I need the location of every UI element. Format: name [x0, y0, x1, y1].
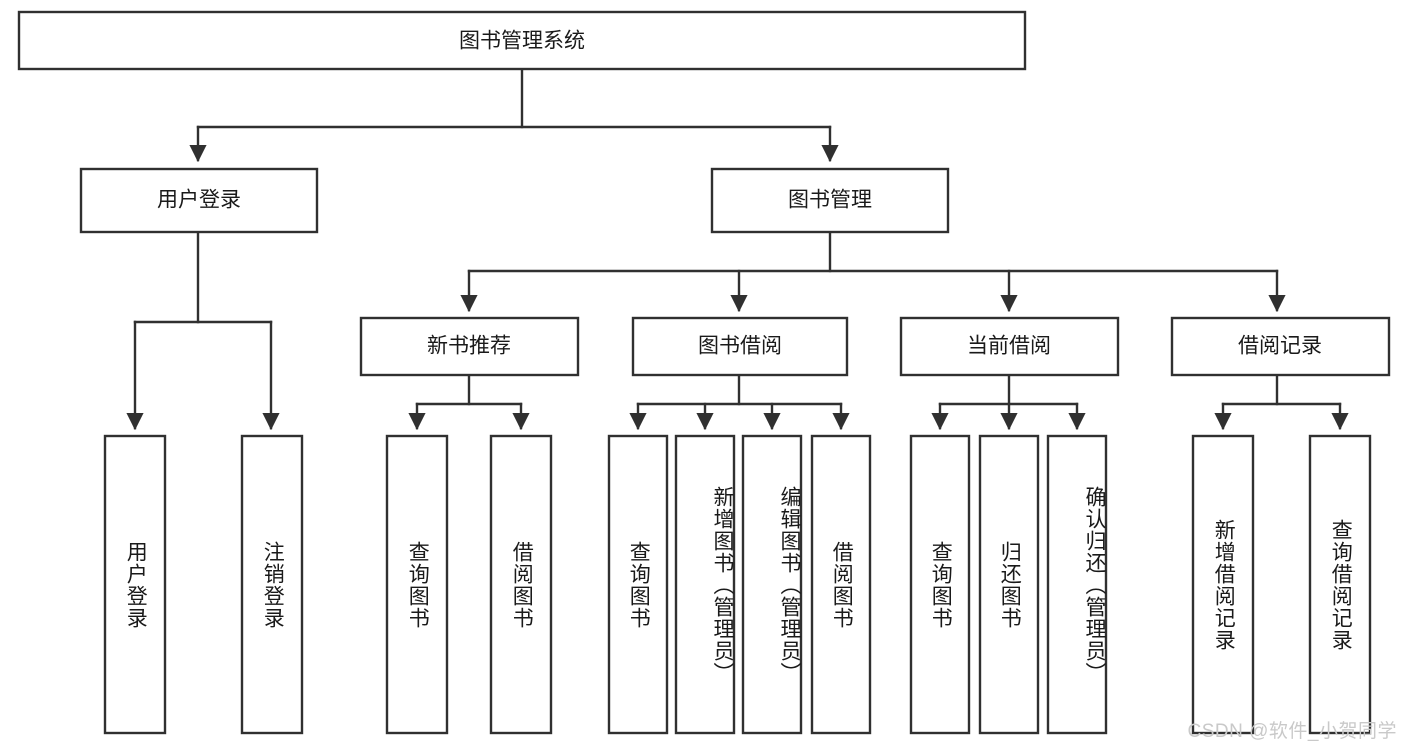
node-current-borrow-box[interactable]	[899, 316, 1120, 377]
node-root-box[interactable]	[17, 10, 1027, 71]
node-book-management-label: 图书管理	[788, 189, 872, 212]
node-user-login-label: 用户登录	[157, 189, 241, 212]
leaf-label-borrow-record-2: 查询借阅记录	[1329, 518, 1353, 651]
node-book-borrow-label: 图书借阅	[698, 335, 782, 358]
leaf-label-current-borrow-1: 查询图书	[929, 540, 953, 629]
node-book-management[interactable]: 图书管理	[710, 167, 950, 234]
leaf-label-book-borrow-2: 新增图书（管理员）	[711, 485, 734, 684]
leaf-box-user-login-1[interactable]	[103, 434, 167, 735]
node-current-borrow-label: 当前借阅	[967, 335, 1051, 358]
node-book-management-box[interactable]	[710, 167, 950, 234]
leaf-label-user-login-1: 用户登录	[124, 540, 148, 629]
leaf-box-book-borrow-2[interactable]	[674, 434, 736, 735]
leaf-label-book-borrow-3: 编辑图书（管理员）	[778, 485, 801, 684]
leaf-box-current-borrow-3[interactable]	[1046, 434, 1108, 735]
leaf-label-current-borrow-3: 确认归还（管理员）	[1083, 485, 1106, 684]
leaf-box-current-borrow-1[interactable]	[909, 434, 971, 735]
node-book-borrow[interactable]: 图书借阅	[631, 316, 849, 377]
leaf-box-borrow-record-2[interactable]	[1308, 434, 1372, 735]
node-root-label: 图书管理系统	[459, 30, 585, 53]
leaf-label-new-book-1: 查询图书	[406, 540, 430, 629]
leaf-label-new-book-2: 借阅图书	[510, 540, 534, 629]
leaf-box-new-book-1[interactable]	[385, 434, 449, 735]
leaf-box-book-borrow-1[interactable]	[607, 434, 669, 735]
node-borrow-record-box[interactable]	[1170, 316, 1391, 377]
node-borrow-record[interactable]: 借阅记录	[1170, 316, 1391, 377]
node-new-book-recommend-label: 新书推荐	[427, 335, 511, 358]
node-borrow-record-label: 借阅记录	[1238, 335, 1322, 358]
connector-layer	[126, 67, 1349, 431]
leaf-label-current-borrow-2: 归还图书	[998, 540, 1022, 629]
leaf-label-book-borrow-1: 查询图书	[627, 540, 651, 629]
node-new-book-recommend-box[interactable]	[359, 316, 580, 377]
node-book-borrow-box[interactable]	[631, 316, 849, 377]
leaf-label-book-borrow-4: 借阅图书	[830, 540, 854, 629]
node-root[interactable]: 图书管理系统	[17, 10, 1027, 71]
node-current-borrow[interactable]: 当前借阅	[899, 316, 1120, 377]
leaf-box-user-login-2[interactable]	[240, 434, 304, 735]
leaf-box-borrow-record-1[interactable]	[1191, 434, 1255, 735]
node-user-login[interactable]: 用户登录	[79, 167, 319, 234]
node-new-book-recommend[interactable]: 新书推荐	[359, 316, 580, 377]
leaf-box-new-book-2[interactable]	[489, 434, 553, 735]
leaf-box-book-borrow-4[interactable]	[810, 434, 872, 735]
leaf-box-current-borrow-2[interactable]	[978, 434, 1040, 735]
leaf-boxes	[103, 434, 1372, 735]
leaf-label-user-login-2: 注销登录	[261, 540, 285, 629]
leaf-label-borrow-record-1: 新增借阅记录	[1212, 518, 1236, 651]
node-user-login-box[interactable]	[79, 167, 319, 234]
leaf-box-book-borrow-3[interactable]	[741, 434, 803, 735]
